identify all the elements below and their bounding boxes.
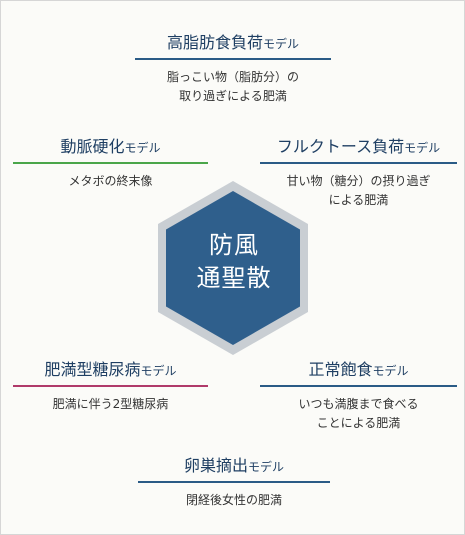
model-title: 肥満型糖尿病モデル (44, 360, 177, 379)
model-high-fat-diet: 高脂肪食負荷モデル 脂っこい物（脂肪分）の 取り過ぎによる肥満 (135, 28, 331, 106)
model-underline (260, 162, 457, 164)
model-obesity-diabetes: 肥満型糖尿病モデル 肥満に伴う2型糖尿病 (13, 355, 208, 414)
model-description: 閉経後女性の肥満 (185, 493, 282, 507)
model-title: 正常飽食モデル (308, 360, 409, 379)
model-arteriosclerosis: 動脈硬化モデル メタボの終末像 (13, 132, 208, 191)
model-underline (13, 162, 208, 164)
model-ovariectomy: 卵巣摘出モデル 閉経後女性の肥満 (138, 451, 330, 510)
model-description: メタボの終末像 (68, 174, 153, 188)
center-label: 防風 通聖散 (164, 229, 304, 295)
center-line-2: 通聖散 (196, 264, 272, 292)
model-title: 卵巣摘出モデル (183, 456, 285, 475)
model-fructose-load: フルクトース負荷モデル 甘い物（糖分）の摂り過ぎ による肥満 (260, 132, 457, 210)
model-description: 脂っこい物（脂肪分）の 取り過ぎによる肥満 (166, 70, 299, 103)
model-description: 肥満に伴う2型糖尿病 (52, 397, 169, 411)
model-normal-overeating: 正常飽食モデル いつも満腹まで食べる ことによる肥満 (260, 355, 457, 433)
model-underline (135, 58, 331, 60)
model-underline (138, 481, 330, 483)
hexagon-inner-fill (166, 191, 300, 345)
center-line-1: 防風 (209, 231, 259, 259)
model-title: 動脈硬化モデル (60, 137, 161, 156)
model-description: いつも満腹まで食べる ことによる肥満 (298, 397, 419, 430)
model-description: 甘い物（糖分）の摂り過ぎ による肥満 (286, 174, 431, 207)
model-title: フルクトース負荷モデル (276, 137, 441, 156)
model-underline (260, 385, 457, 387)
model-title: 高脂肪食負荷モデル (166, 33, 300, 52)
model-underline (13, 385, 208, 387)
